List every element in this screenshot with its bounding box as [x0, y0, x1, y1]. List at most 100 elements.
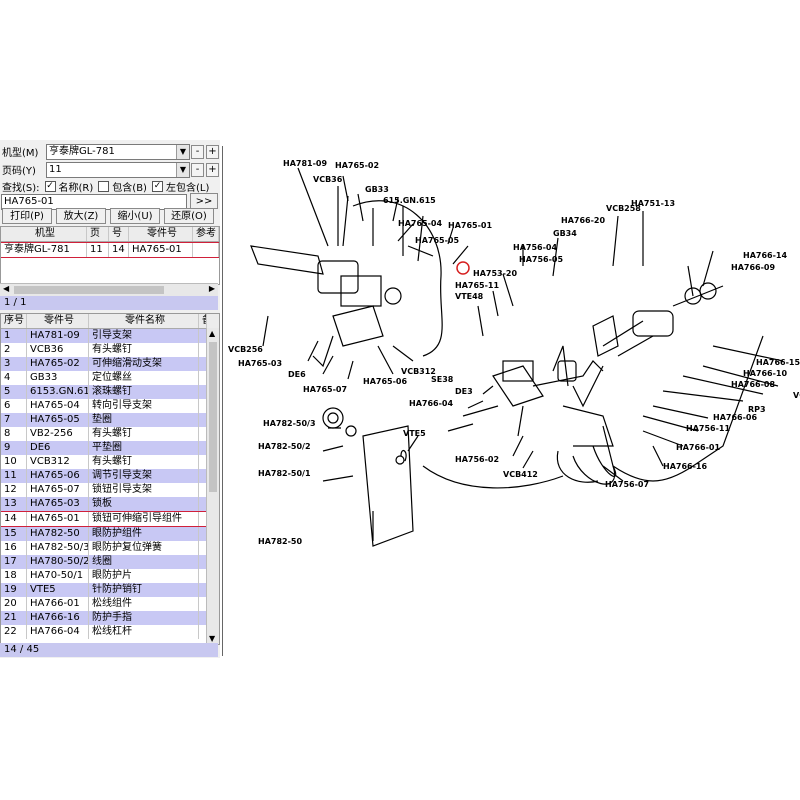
part-callout-label[interactable]: HA756-04 — [513, 243, 557, 252]
col-number[interactable]: 号 — [109, 227, 129, 241]
model-select[interactable]: 亨泰牌GL-781 ▼ — [46, 144, 190, 160]
part-callout-label[interactable]: VTE48 — [455, 292, 484, 301]
scroll-up-icon[interactable]: ▲ — [209, 329, 216, 338]
zoom-in-button[interactable]: 放大(Z) — [56, 208, 106, 224]
part-callout-label[interactable]: GB34 — [553, 229, 577, 238]
part-callout-label[interactable]: HA765-02 — [335, 161, 379, 170]
zoom-out-button[interactable]: 缩小(U) — [110, 208, 160, 224]
part-callout-label[interactable]: HA751-13 — [631, 199, 675, 208]
model-minus-button[interactable]: - — [191, 145, 204, 159]
part-callout-label[interactable]: HA756-11 — [686, 424, 730, 433]
part-callout-label[interactable]: HA766-08 — [731, 380, 775, 389]
scroll-thumb[interactable] — [14, 286, 164, 294]
table-row[interactable]: 亨泰牌GL-781 11 14 HA765-01 — [1, 242, 219, 258]
parts-vscrollbar[interactable]: ▲ ▼ — [206, 328, 219, 644]
scroll-left-icon[interactable]: ◀ — [3, 284, 10, 293]
part-callout-label[interactable]: HA765-01 — [448, 221, 492, 230]
part-callout-label[interactable]: VCB412 — [503, 470, 538, 479]
scroll-thumb[interactable] — [209, 342, 217, 492]
part-callout-label[interactable]: VCB310 — [793, 391, 800, 400]
part-callout-label[interactable]: HA782-50/2 — [258, 442, 311, 451]
print-button[interactable]: 打印(P) — [2, 208, 52, 224]
part-callout-label[interactable]: DE6 — [288, 370, 306, 379]
col-note[interactable]: 备 — [199, 314, 207, 328]
part-callout-label[interactable]: VCB256 — [228, 345, 263, 354]
contains-checkbox[interactable] — [98, 180, 110, 192]
chevron-down-icon[interactable]: ▼ — [176, 163, 189, 177]
part-callout-label[interactable]: HA766-10 — [743, 369, 787, 378]
part-callout-label[interactable]: HA756-07 — [605, 480, 649, 489]
part-callout-label[interactable]: HA766-20 — [561, 216, 605, 225]
restore-button[interactable]: 还原(O) — [164, 208, 214, 224]
part-callout-label[interactable]: HA765-04 — [398, 219, 442, 228]
model-plus-button[interactable]: + — [206, 145, 219, 159]
part-callout-label[interactable]: HA765-11 — [455, 281, 499, 290]
scroll-right-icon[interactable]: ▶ — [208, 284, 215, 293]
col-part-no[interactable]: 零件号 — [129, 227, 193, 241]
part-callout-label[interactable]: HA782-50 — [258, 537, 302, 546]
scroll-down-icon[interactable]: ▼ — [209, 634, 216, 643]
part-callout-label[interactable]: HA766-04 — [409, 399, 453, 408]
part-callout-label[interactable]: HA765-05 — [415, 236, 459, 245]
part-callout-label[interactable]: HA766-06 — [713, 413, 757, 422]
part-callout-label[interactable]: HA765-07 — [303, 385, 347, 394]
part-callout-label[interactable]: HA756-05 — [519, 255, 563, 264]
col-ref[interactable]: 参考 — [193, 227, 219, 241]
col-model[interactable]: 机型 — [1, 227, 87, 241]
part-callout-label[interactable]: HA782-50/1 — [258, 469, 311, 478]
part-callout-label[interactable]: HA782-50/3 — [263, 419, 316, 428]
chevron-down-icon[interactable]: ▼ — [176, 145, 189, 159]
page-select[interactable]: 11 ▼ — [46, 162, 190, 178]
part-callout-label[interactable]: HA766-09 — [731, 263, 775, 272]
part-callout-label[interactable]: HA756-02 — [455, 455, 499, 464]
col-seq[interactable]: 序号 — [1, 314, 27, 328]
col-page[interactable]: 页 — [87, 227, 109, 241]
search-go-button[interactable]: >> — [190, 193, 218, 209]
part-callout-label[interactable]: VTE5 — [403, 429, 426, 438]
part-callout-label[interactable]: HA766-01 — [676, 443, 720, 452]
col-part-no[interactable]: 零件号 — [27, 314, 89, 328]
page-plus-button[interactable]: + — [206, 163, 219, 177]
results-hscrollbar[interactable]: ◀ ▶ — [0, 283, 218, 296]
part-callout-label[interactable]: DE3 — [455, 387, 473, 396]
col-part-name[interactable]: 零件名称 — [89, 314, 199, 328]
part-callout-label[interactable]: HA766-14 — [743, 251, 787, 260]
part-callout-label[interactable]: HA766-15 — [756, 358, 800, 367]
part-callout-label[interactable]: HA766-16 — [663, 462, 707, 471]
part-callout-label[interactable]: HA765-06 — [363, 377, 407, 386]
part-callout-label[interactable]: HA753-20 — [473, 269, 517, 278]
part-callout-label[interactable]: VCB36 — [313, 175, 343, 184]
part-callout-label[interactable]: VCB258 — [606, 204, 641, 213]
part-callout-label[interactable]: GB33 — [365, 185, 389, 194]
left-contains-checkbox[interactable]: ✓ — [151, 180, 163, 192]
part-callout-label[interactable]: HA781-09 — [283, 159, 327, 168]
part-callout-label[interactable]: RP3 — [748, 405, 766, 414]
part-callout-label[interactable]: 615.GN.615 — [383, 196, 436, 205]
page-minus-button[interactable]: - — [191, 163, 204, 177]
part-callout-label[interactable]: VCB312 — [401, 367, 436, 376]
part-callout-label[interactable]: HA765-03 — [238, 359, 282, 368]
part-callout-label[interactable]: SE38 — [431, 375, 454, 384]
name-checkbox[interactable]: ✓ — [44, 180, 56, 192]
